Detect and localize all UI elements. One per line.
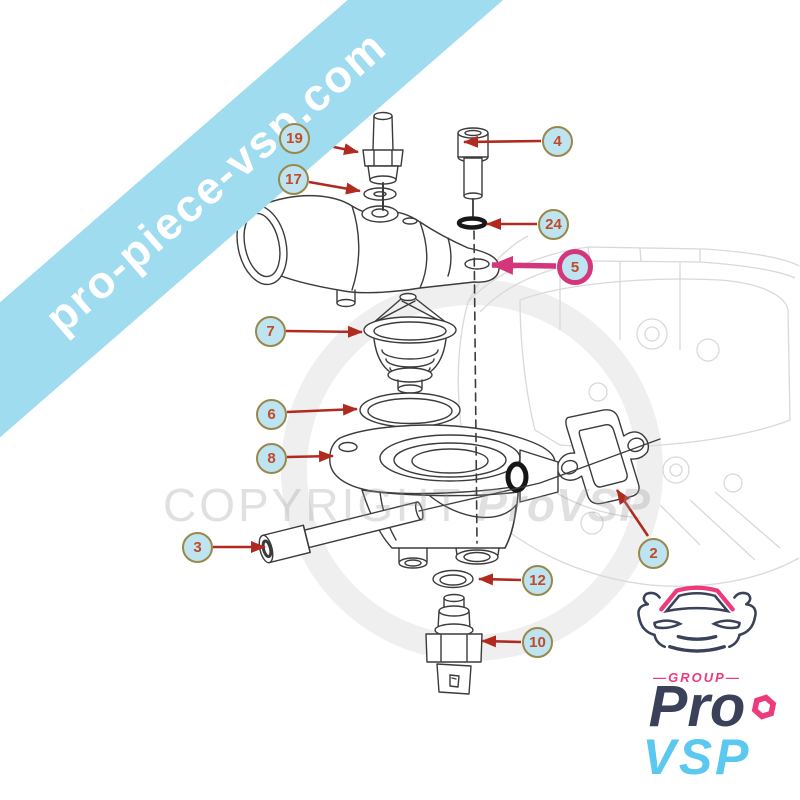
callout-2: 2: [638, 538, 669, 569]
arrow-2: [615, 489, 650, 537]
part-3-bolt: [258, 501, 424, 564]
callout-19: 19: [279, 123, 310, 154]
arrow-12: [478, 573, 522, 586]
arrow-7: [285, 325, 363, 338]
arrow-8: [286, 450, 334, 463]
provsp-logo: —GROUP— Pro VSP: [601, 580, 793, 782]
callout-8-label: 8: [267, 450, 276, 467]
logo-group-label: GROUP: [668, 670, 726, 685]
callout-6: 6: [256, 399, 287, 430]
part-12-washer: [432, 569, 474, 589]
hex-nut-icon: [749, 674, 779, 732]
part-5-thermostat-cover: [236, 195, 500, 308]
callout-10: 10: [522, 627, 553, 658]
callout-6-label: 6: [267, 406, 276, 423]
arrow-5: [491, 255, 557, 275]
callout-17: 17: [278, 164, 309, 195]
part-8-thermostat-housing: [329, 424, 559, 569]
logo-pro-text: Pro: [601, 678, 793, 736]
arrow-17: [308, 180, 361, 195]
part-10-temperature-sensor: [425, 593, 483, 695]
part-7-thermostat: [363, 292, 457, 394]
part-2-gasket: [556, 409, 650, 505]
callout-12-label: 12: [529, 572, 546, 589]
part-24-oring: [456, 216, 488, 230]
callout-17-label: 17: [285, 171, 302, 188]
logo-pro-label: Pro: [648, 674, 746, 739]
part-17-washer: [363, 187, 397, 201]
callout-8: 8: [256, 443, 287, 474]
callout-5-label: 5: [570, 258, 580, 276]
bolt-axis-line: [418, 438, 661, 512]
logo-vsp-text: VSP: [601, 732, 793, 782]
callout-24-label: 24: [545, 216, 562, 233]
callout-3: 3: [182, 532, 213, 563]
callout-5-highlighted: 5: [557, 249, 593, 285]
arrow-4: [463, 135, 542, 148]
callout-7-label: 7: [266, 323, 275, 340]
callout-2-label: 2: [649, 545, 658, 562]
arrow-10: [481, 635, 522, 648]
car-icon: [637, 585, 757, 653]
logo-group-text: —GROUP—: [653, 670, 741, 685]
callout-3-label: 3: [193, 539, 202, 556]
callout-4-label: 4: [553, 133, 562, 150]
logo-vsp-label: VSP: [642, 729, 752, 785]
part-19-sensor-fitting: [362, 111, 404, 185]
callout-24: 24: [538, 209, 569, 240]
callout-4: 4: [542, 126, 573, 157]
callout-10-label: 10: [529, 634, 546, 651]
assembly-dashed-line: [473, 230, 478, 544]
part-6-oring: [359, 392, 461, 428]
arrow-6: [286, 403, 358, 416]
callout-7: 7: [255, 316, 286, 347]
callout-19-label: 19: [286, 130, 303, 147]
callout-12: 12: [522, 565, 553, 596]
